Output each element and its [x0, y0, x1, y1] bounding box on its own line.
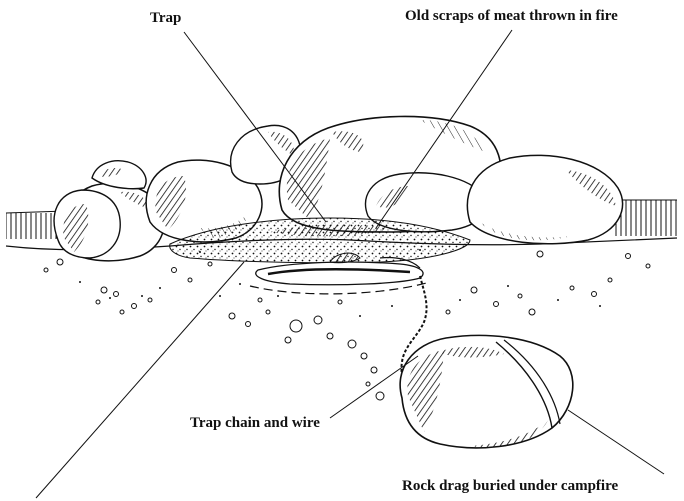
- boulder-front-left: [54, 190, 120, 258]
- rock-drag: [400, 335, 573, 447]
- right-fence: [615, 200, 677, 236]
- label-meat-scraps: Old scraps of meat thrown in fire: [405, 9, 618, 24]
- label-trap-chain: Trap chain and wire: [190, 416, 320, 431]
- boulder-far-right: [467, 155, 622, 243]
- label-trap: Trap: [150, 11, 181, 26]
- ash-leader: [36, 262, 244, 498]
- label-rock-drag: Rock drag buried under campfire: [402, 479, 618, 494]
- rock-leader: [568, 410, 664, 474]
